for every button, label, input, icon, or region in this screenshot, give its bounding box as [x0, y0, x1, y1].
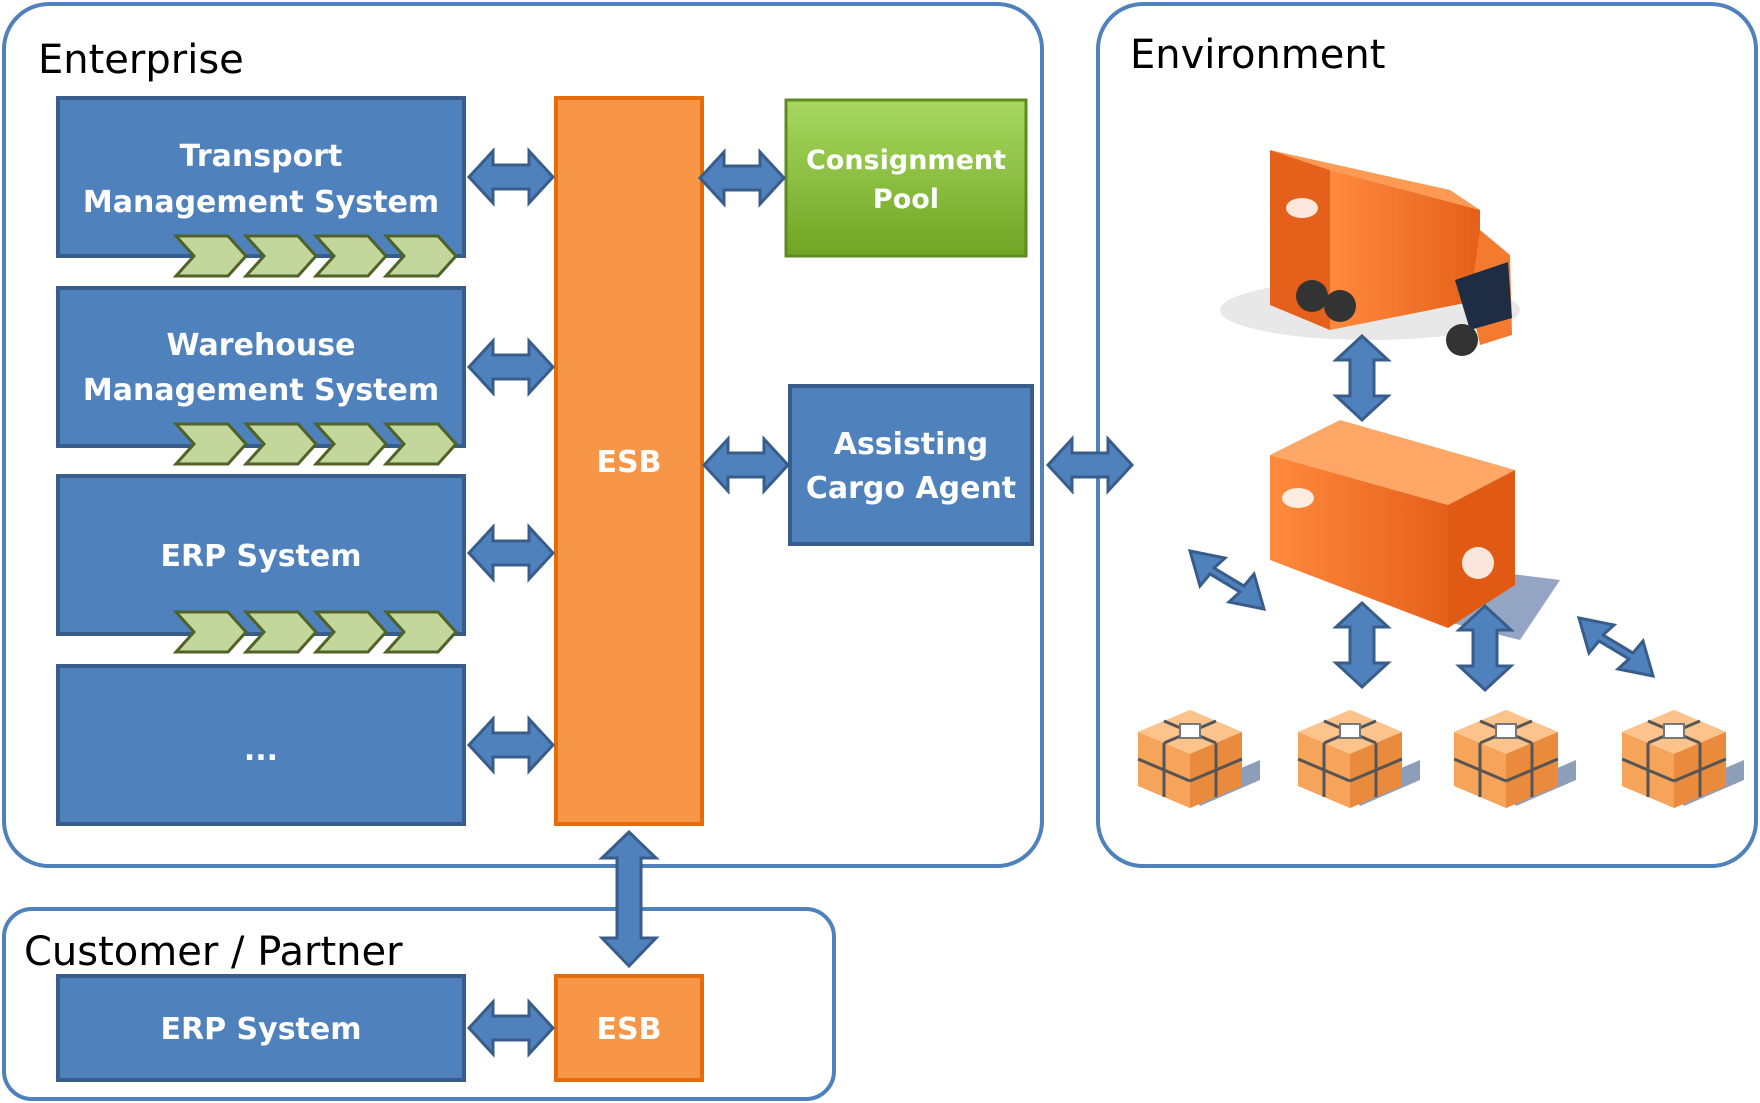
consignment-pool-line1: Consignment: [806, 145, 1006, 176]
arrow-esb-partner: [598, 829, 660, 969]
system-label-line1: Transport: [180, 139, 343, 174]
esb-main-label: ESB: [597, 445, 662, 480]
system-transport-management: Transport Management System: [56, 96, 466, 278]
system-label-line1: Warehouse: [167, 328, 356, 363]
cargo-agent-line2: Cargo Agent: [806, 471, 1016, 506]
enterprise-title: Enterprise: [38, 37, 244, 83]
consignment-pool: Consignment Pool: [784, 98, 1028, 258]
package-icon: [1452, 708, 1576, 810]
consignment-pool-line2: Pool: [873, 184, 939, 215]
customer-partner-title: Customer / Partner: [24, 929, 403, 975]
partner-esb-label: ESB: [597, 1012, 662, 1047]
system-label: ...: [244, 733, 278, 768]
truck-icon: [1220, 150, 1520, 356]
container-icon: [1270, 420, 1560, 640]
system-warehouse-management: Warehouse Management System: [56, 286, 466, 466]
environment-title: Environment: [1130, 32, 1385, 78]
cargo-agent-line1: Assisting: [834, 427, 989, 462]
arrow-container-package-1: [1187, 549, 1267, 611]
package-icon: [1620, 708, 1744, 810]
esb-main: ESB: [554, 96, 704, 826]
system-label-line2: Management System: [83, 373, 439, 408]
system-erp: ERP System: [56, 474, 466, 654]
system-label-line2: Management System: [83, 185, 439, 220]
partner-erp: ERP System: [56, 974, 466, 1082]
assisting-cargo-agent: Assisting Cargo Agent: [788, 384, 1034, 546]
arrow-container-package-4: [1576, 616, 1656, 678]
package-icon: [1296, 708, 1420, 810]
package-icon: [1136, 708, 1260, 810]
system-more: ...: [56, 664, 466, 826]
partner-esb: ESB: [554, 974, 704, 1082]
partner-erp-label: ERP System: [161, 1012, 362, 1047]
system-label: ERP System: [161, 539, 362, 574]
